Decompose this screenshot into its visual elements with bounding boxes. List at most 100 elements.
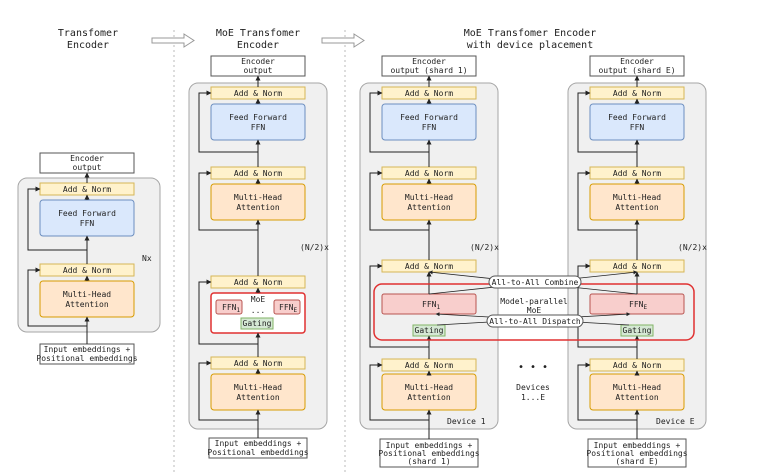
multi-head-line1: Multi-Head xyxy=(63,290,111,299)
feed-forward-box xyxy=(589,103,685,141)
multi-head-attention-box xyxy=(381,373,477,411)
add-norm-label: Add & Norm xyxy=(63,266,111,275)
input-embeddings-shardE-box xyxy=(587,438,687,468)
multi-head-line2: Attention xyxy=(236,393,280,402)
input-embeddings-shardE-line1: Input embeddings + xyxy=(594,441,681,450)
ffn-ellipsis: ... xyxy=(251,306,265,315)
multi-head-line2: Attention xyxy=(615,203,659,212)
multi-head-attention-box xyxy=(210,373,306,411)
add-norm-label: Add & Norm xyxy=(234,359,282,368)
add-norm-label: Add & Norm xyxy=(234,169,282,178)
gating-label: Gating xyxy=(243,319,272,328)
input-embeddings-shard1-line2: Positional embeddings xyxy=(378,449,479,458)
ffn-e-label: FFNE xyxy=(629,300,647,311)
multi-head-attention-box xyxy=(589,183,685,221)
input-embeddings-shardE-line2: Positional embeddings xyxy=(586,449,687,458)
add-norm-label: Add & Norm xyxy=(405,262,453,271)
gating-box xyxy=(240,317,274,330)
encoder-output-shardE-line2: output (shard E) xyxy=(598,66,675,75)
multi-head-line2: Attention xyxy=(407,203,451,212)
device-1-label: Device 1 xyxy=(447,417,486,426)
add-norm-label: Add & Norm xyxy=(405,169,453,178)
title-col1-line2: Encoder xyxy=(67,40,109,51)
gating-label: Gating xyxy=(623,326,652,335)
feed-forward-line2: FFN xyxy=(422,123,437,132)
n2x-label: (N/2)x xyxy=(678,243,707,252)
feed-forward-line2: FFN xyxy=(251,123,266,132)
feed-forward-box xyxy=(381,103,477,141)
column-device-1: Encoder output (shard 1) Add & Norm Feed… xyxy=(359,55,499,468)
encoder-output-line2: output xyxy=(244,66,273,75)
residual-connection xyxy=(369,263,429,348)
feed-forward-line1: Feed Forward xyxy=(400,113,458,122)
nx-label: Nx xyxy=(142,254,152,263)
feed-forward-box xyxy=(39,199,135,237)
residual-connection xyxy=(198,360,258,421)
feed-forward-line1: Feed Forward xyxy=(229,113,287,122)
multi-head-attention-box xyxy=(381,183,477,221)
encoder-output-shard1-line2: output (shard 1) xyxy=(390,66,467,75)
title-col2-line1: MoE Transfomer xyxy=(216,28,300,39)
ffn-1-label: FFN1 xyxy=(222,303,240,314)
column-transformer-encoder: Encoder output Add & Norm Feed Forward F… xyxy=(17,152,161,365)
feed-forward-line2: FFN xyxy=(80,219,95,228)
multi-head-attention-box xyxy=(210,183,306,221)
title-col3-line1: MoE Transfomer Encoder xyxy=(464,28,596,39)
add-norm-label: Add & Norm xyxy=(613,89,661,98)
multi-head-line2: Attention xyxy=(65,300,109,309)
input-embeddings-shardE-line3: (shard E) xyxy=(615,457,658,466)
residual-connection xyxy=(577,90,637,153)
add-norm-label: Add & Norm xyxy=(613,262,661,271)
input-embeddings-shard1-line3: (shard 1) xyxy=(407,457,450,466)
residual-connection xyxy=(369,90,429,153)
multi-head-line1: Multi-Head xyxy=(234,193,282,202)
multi-head-attention-box xyxy=(39,280,135,318)
ffn-e-box xyxy=(273,299,301,315)
input-embeddings-line1: Input embeddings + xyxy=(44,345,131,354)
devices-label-line2: 1...E xyxy=(521,393,545,402)
model-parallel-moe-line1: Model-parallel xyxy=(500,297,568,306)
all-to-all-dispatch-pill xyxy=(486,314,584,328)
add-norm-label: Add & Norm xyxy=(613,169,661,178)
multi-head-line1: Multi-Head xyxy=(234,383,282,392)
ffn-1-label: FFN1 xyxy=(422,300,440,311)
multi-head-line1: Multi-Head xyxy=(613,383,661,392)
moe-label: MoE xyxy=(251,295,266,304)
multi-head-line1: Multi-Head xyxy=(613,193,661,202)
feed-forward-line2: FFN xyxy=(630,123,645,132)
feed-forward-box xyxy=(210,103,306,141)
all-to-all-dispatch-label: All-to-All Dispatch xyxy=(489,317,581,326)
residual-connection xyxy=(369,170,429,231)
encoder-output-line1: Encoder xyxy=(241,57,275,66)
residual-connection xyxy=(27,267,87,327)
gating-label: Gating xyxy=(415,326,444,335)
input-embeddings-line2: Positional embeddings xyxy=(207,448,308,457)
input-embeddings-shard1-box xyxy=(379,438,479,468)
residual-connection xyxy=(577,362,637,421)
n2x-label: (N/2)x xyxy=(470,243,499,252)
title-col2-line2: Encoder xyxy=(237,40,279,51)
multi-head-line2: Attention xyxy=(615,393,659,402)
add-norm-label: Add & Norm xyxy=(405,361,453,370)
add-norm-label: Add & Norm xyxy=(63,185,111,194)
all-to-all-combine-label: All-to-All Combine xyxy=(492,278,579,287)
add-norm-label: Add & Norm xyxy=(613,361,661,370)
input-embeddings-shard1-line1: Input embeddings + xyxy=(386,441,473,450)
hollow-arrow-2 xyxy=(321,33,365,48)
devices-label-line1: Devices xyxy=(516,383,550,392)
model-parallel-moe-line2: MoE xyxy=(527,306,542,315)
residual-connection xyxy=(198,279,258,345)
residual-connection xyxy=(27,186,87,251)
ffn-e-label: FFNE xyxy=(279,303,297,314)
residual-connection xyxy=(577,263,637,348)
multi-head-line2: Attention xyxy=(407,393,451,402)
feed-forward-line1: Feed Forward xyxy=(608,113,666,122)
multi-head-line1: Multi-Head xyxy=(405,383,453,392)
model-parallel-moe: Model-parallel MoE All-to-All Combine Al… xyxy=(373,270,695,341)
hollow-arrow-1 xyxy=(151,33,195,48)
encoder-output-line2: output xyxy=(73,163,102,172)
encoder-output-line1: Encoder xyxy=(70,154,104,163)
devices-ellipsis: • • • xyxy=(518,362,548,373)
residual-connection xyxy=(198,170,258,231)
encoder-output-shard1-line1: Encoder xyxy=(412,57,446,66)
